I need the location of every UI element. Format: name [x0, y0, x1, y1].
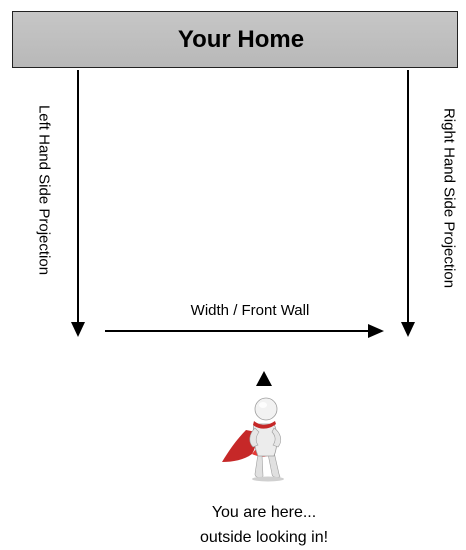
location-caption: You are here... outside looking in! — [200, 500, 328, 550]
caption-line-2: outside looking in! — [200, 525, 328, 550]
right-projection-arrow — [401, 70, 415, 337]
superhero-figure-icon — [222, 398, 284, 482]
left-projection-arrow — [71, 70, 85, 337]
left-projection-label: Left Hand Side Projection — [36, 105, 53, 275]
up-arrow-icon — [256, 371, 272, 386]
width-arrow — [105, 324, 384, 338]
caption-line-1: You are here... — [200, 500, 328, 525]
width-label: Width / Front Wall — [191, 302, 310, 319]
right-projection-label: Right Hand Side Projection — [441, 108, 458, 288]
